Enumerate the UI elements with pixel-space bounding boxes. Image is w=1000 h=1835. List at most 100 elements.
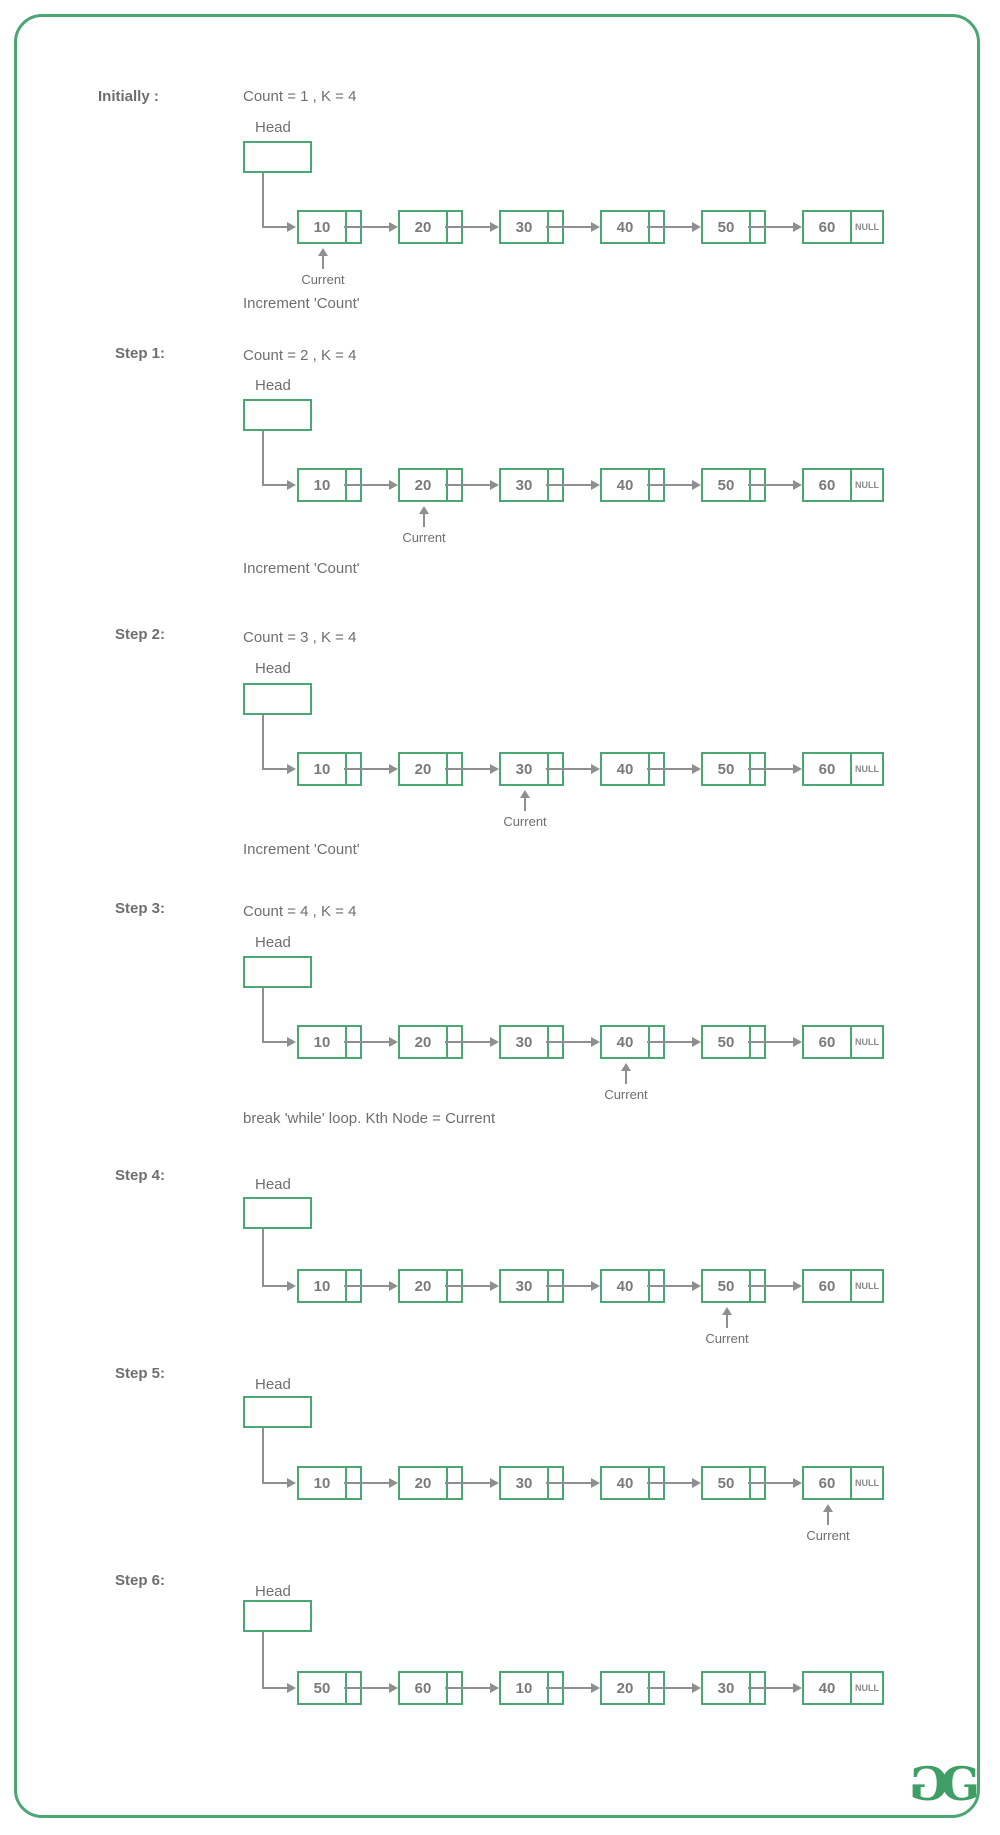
node-value: 20 (414, 1033, 432, 1051)
head-connector-arrowhead-icon (287, 1478, 296, 1488)
logo-letter-g: G (940, 1757, 980, 1811)
step-label: Step 3: (115, 900, 166, 917)
node-link-arrowhead-icon (793, 1037, 802, 1047)
head-connector-arrowhead-icon (287, 1281, 296, 1291)
node-link-arrowhead-icon (692, 480, 701, 490)
node-link-arrowhead-icon (490, 222, 499, 232)
node-link-arrowhead-icon (389, 764, 398, 774)
node-link-arrowhead-icon (793, 1281, 802, 1291)
node-link-line (748, 1285, 794, 1287)
node-pointer-null: NULL (850, 1271, 882, 1301)
head-label: Head (255, 934, 291, 951)
node-value: 20 (414, 218, 432, 236)
node-link-line (344, 226, 390, 228)
head-connector-arrowhead-icon (287, 222, 296, 232)
node-link-line (748, 768, 794, 770)
step-label: Step 1: (115, 345, 166, 362)
node-value: 60 (414, 1679, 432, 1697)
current-arrowhead-icon (419, 506, 429, 514)
current-label: Current (503, 814, 547, 829)
node-value: 40 (616, 476, 634, 494)
node-link-line (445, 484, 491, 486)
node-value: 60 (818, 1033, 836, 1051)
step-label: Step 5: (115, 1365, 166, 1382)
node-value: 40 (616, 760, 634, 778)
head-pointer-box (243, 141, 312, 173)
node-value: 30 (515, 1277, 533, 1295)
node-link-line (647, 768, 693, 770)
step-caption: Increment 'Count' (243, 295, 360, 312)
current-label: Current (604, 1087, 648, 1102)
node-link-line (748, 484, 794, 486)
head-pointer-box (243, 1396, 312, 1428)
node-value: 30 (717, 1679, 735, 1697)
node-link-arrowhead-icon (591, 1281, 600, 1291)
node-link-line (647, 1041, 693, 1043)
node-value: 20 (616, 1679, 634, 1697)
node-value: 10 (515, 1679, 533, 1697)
node-value: 10 (313, 760, 331, 778)
node-pointer-null: NULL (850, 1468, 882, 1498)
node-link-line (647, 1482, 693, 1484)
step-label: Step 4: (115, 1167, 166, 1184)
node-value: 60 (818, 218, 836, 236)
current-arrow-line (827, 1511, 829, 1525)
node-link-line (546, 484, 592, 486)
head-connector-vertical (262, 1229, 264, 1287)
node-link-line (748, 1687, 794, 1689)
node-link-arrowhead-icon (591, 1478, 600, 1488)
node-value: 30 (515, 476, 533, 494)
node-link-arrowhead-icon (490, 1478, 499, 1488)
node-value: 20 (414, 1474, 432, 1492)
node-link-arrowhead-icon (490, 1281, 499, 1291)
node-link-line (445, 1285, 491, 1287)
step-caption: Increment 'Count' (243, 560, 360, 577)
count-text: Count = 1 , K = 4 (243, 88, 357, 105)
head-label: Head (255, 1376, 291, 1393)
node-value: 30 (515, 1474, 533, 1492)
node-link-arrowhead-icon (793, 480, 802, 490)
node-value: 60 (818, 476, 836, 494)
head-connector-vertical (262, 1632, 264, 1689)
node-link-arrowhead-icon (389, 1683, 398, 1693)
geeksforgeeks-logo-icon: GG (906, 1757, 980, 1811)
node-link-line (546, 1687, 592, 1689)
head-connector-horizontal (262, 1482, 287, 1484)
node-link-arrowhead-icon (692, 1037, 701, 1047)
node-value: 30 (515, 218, 533, 236)
node-value: 50 (717, 218, 735, 236)
head-pointer-box (243, 399, 312, 431)
node-value: 20 (414, 760, 432, 778)
head-pointer-box (243, 683, 312, 715)
node-link-arrowhead-icon (490, 1683, 499, 1693)
node-link-arrowhead-icon (591, 480, 600, 490)
node-link-line (748, 226, 794, 228)
node-link-line (445, 1041, 491, 1043)
list-node: 10 (297, 1025, 362, 1059)
logo-letter-g-mirrored: G (909, 1757, 949, 1811)
node-link-arrowhead-icon (692, 1683, 701, 1693)
head-connector-horizontal (262, 1687, 287, 1689)
head-connector-arrowhead-icon (287, 764, 296, 774)
step-label: Step 6: (115, 1572, 166, 1589)
node-value: 50 (717, 476, 735, 494)
node-link-line (748, 1482, 794, 1484)
head-connector-arrowhead-icon (287, 1683, 296, 1693)
current-arrow-line (322, 255, 324, 269)
list-node: 60 NULL (802, 1466, 884, 1500)
node-link-line (445, 1482, 491, 1484)
node-link-arrowhead-icon (490, 764, 499, 774)
node-link-arrowhead-icon (793, 1478, 802, 1488)
current-arrowhead-icon (520, 790, 530, 798)
head-connector-vertical (262, 173, 264, 228)
head-connector-horizontal (262, 226, 287, 228)
node-value: 10 (313, 476, 331, 494)
node-value: 40 (616, 1033, 634, 1051)
node-link-line (445, 1687, 491, 1689)
node-value: 60 (818, 1474, 836, 1492)
node-link-arrowhead-icon (389, 1478, 398, 1488)
current-arrowhead-icon (318, 248, 328, 256)
node-link-arrowhead-icon (591, 222, 600, 232)
